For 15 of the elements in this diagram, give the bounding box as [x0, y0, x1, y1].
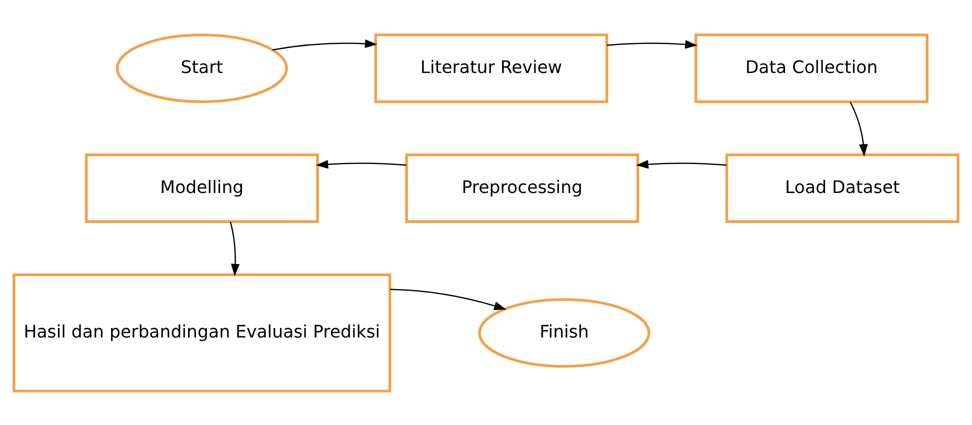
node-box: Modelling: [84, 153, 319, 223]
arrow: [272, 38, 378, 50]
arrow: [636, 160, 727, 168]
node-box: Literatur Review: [374, 33, 608, 103]
node-box: Hasil dan perbandingan Evaluasi Prediksi: [12, 272, 392, 392]
node-box: Data Collection: [694, 33, 928, 103]
arrow: [230, 221, 240, 276]
node-ellipse: Finish: [478, 298, 650, 368]
arrow: [606, 40, 698, 48]
node-box: Load Dataset: [725, 153, 960, 223]
arrow: [316, 160, 406, 168]
arrow: [850, 101, 868, 156]
node-ellipse: Start: [116, 33, 288, 103]
arrow: [390, 288, 506, 310]
node-box: Preprocessing: [405, 153, 640, 223]
